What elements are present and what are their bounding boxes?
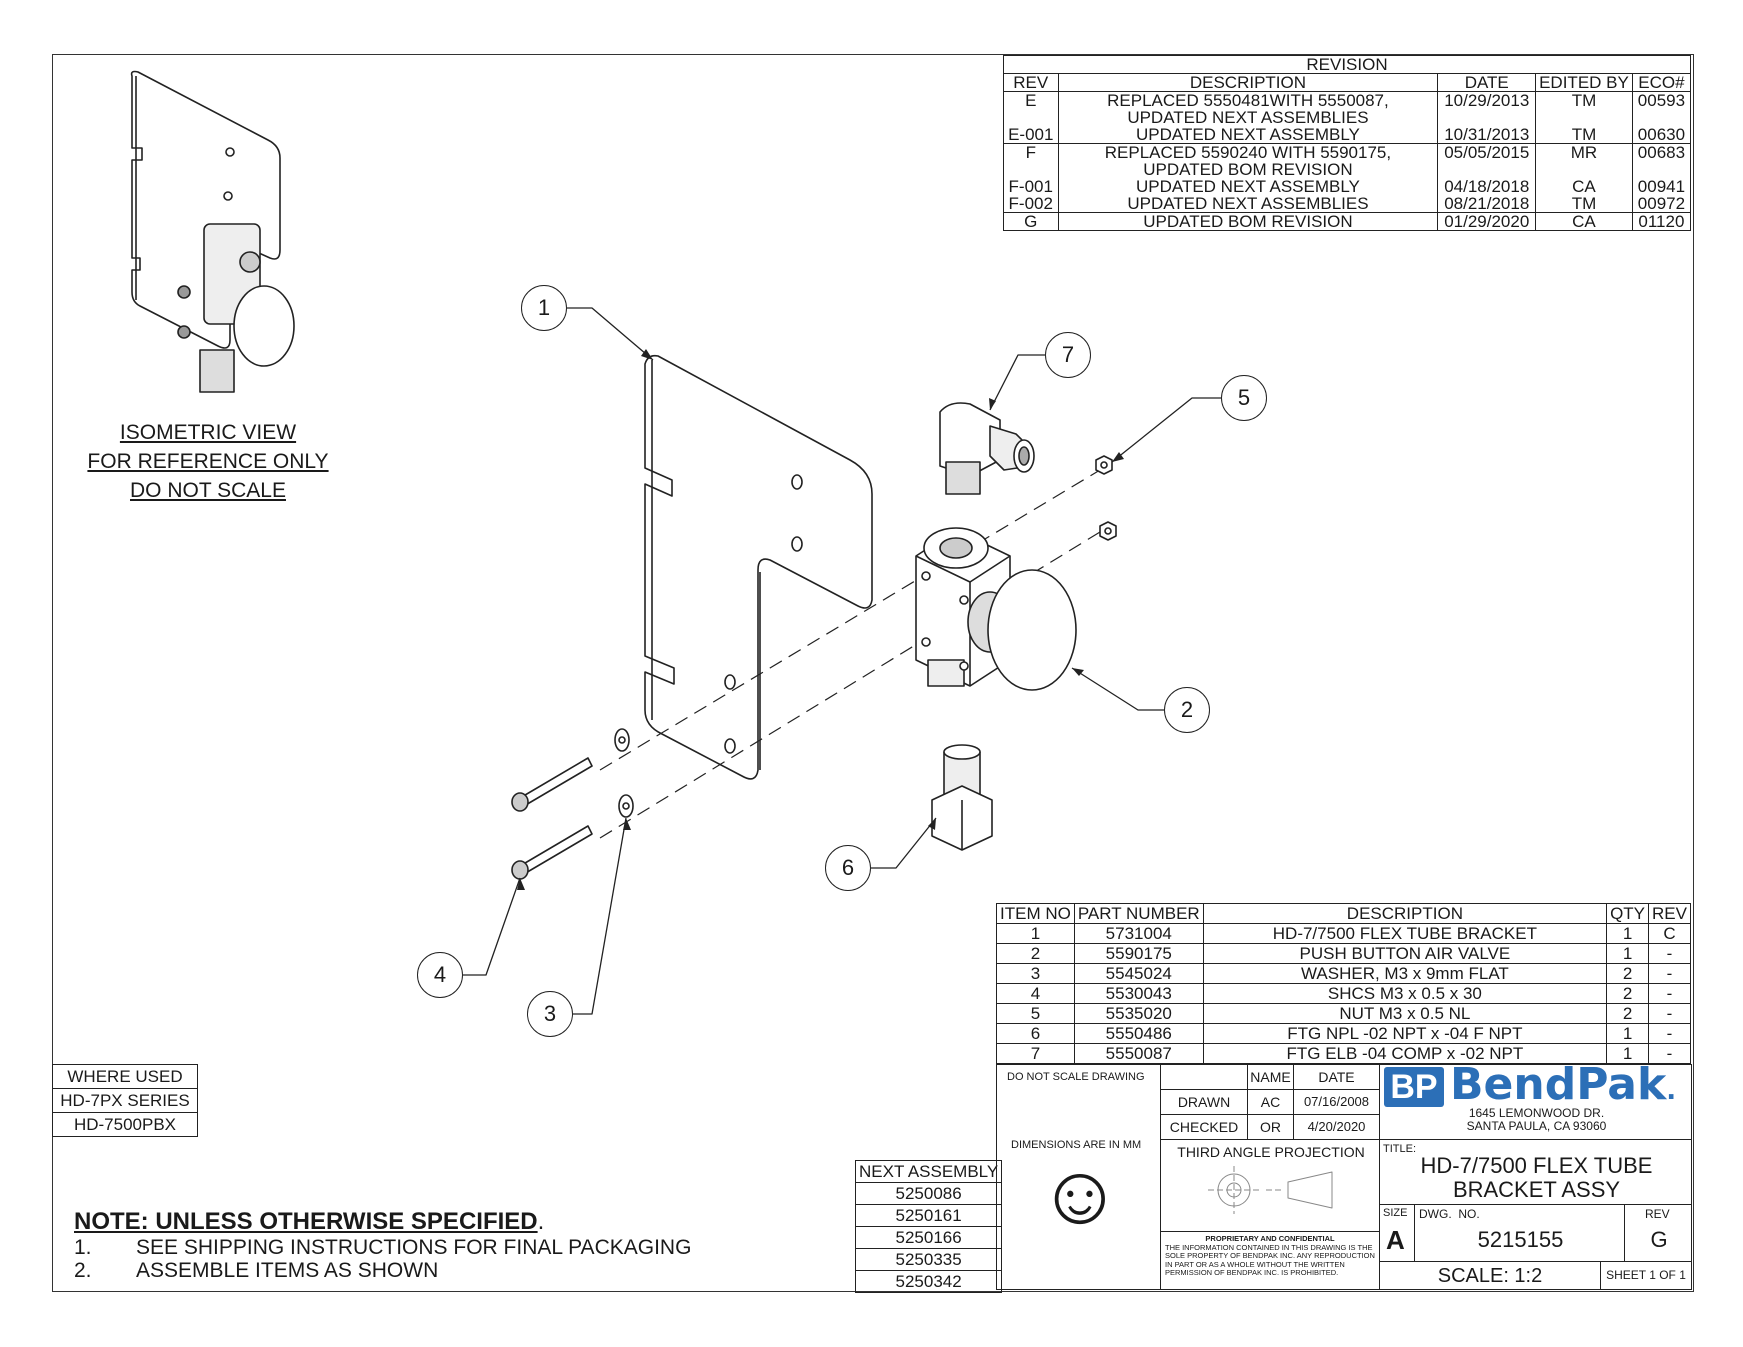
- where-used-table: WHERE USED HD-7PX SERIES HD-7500PBX: [52, 1064, 198, 1137]
- next-assembly-title: NEXT ASSEMBLY: [854, 1160, 1003, 1183]
- where-used-item: HD-7PX SERIES: [52, 1088, 198, 1113]
- proprietary-notice: PROPRIETARY AND CONFIDENTIAL THE INFORMA…: [1160, 1231, 1380, 1290]
- size-cell: SIZE A: [1379, 1204, 1415, 1262]
- screws: [511, 757, 593, 880]
- iso-note-line: ISOMETRIC VIEW: [119, 421, 297, 444]
- checked-label: CHECKED: [1160, 1114, 1248, 1140]
- title-cell: TITLE: HD-7/7500 FLEX TUBE BRACKET ASSY: [1379, 1139, 1692, 1205]
- drawn-name: AC: [1247, 1089, 1294, 1115]
- isometric-view-thumbnail: [130, 70, 295, 393]
- bom-header-row: ITEM NO PART NUMBER DESCRIPTION QTY REV: [996, 903, 1691, 924]
- do-not-scale-label: DO NOT SCALE DRAWING: [1007, 1071, 1145, 1083]
- note-item: 2.ASSEMBLE ITEMS AS SHOWN: [74, 1259, 439, 1282]
- checked-date: 4/20/2020: [1293, 1114, 1380, 1140]
- company-logo-mark: BP: [1384, 1067, 1444, 1107]
- smiley-icon: ☺: [1037, 1147, 1123, 1241]
- dwg-no-label: DWG. NO.: [1419, 1207, 1480, 1221]
- balloon-item-2: 2: [1164, 687, 1210, 733]
- projection-label: THIRD ANGLE PROJECTION: [1177, 1144, 1365, 1160]
- col-header: PART NUMBER: [1073, 903, 1204, 924]
- elbow-fitting: [939, 402, 1035, 495]
- next-assembly-item: 5250086: [854, 1182, 1003, 1205]
- revision-group: G UPDATED BOM REVISION 01/29/2020 CA 011…: [1003, 212, 1692, 231]
- notes-heading: NOTE: UNLESS OTHERWISE SPECIFIED: [74, 1208, 538, 1235]
- scale-label: SCALE: 1:2: [1379, 1261, 1601, 1290]
- col-header: DESCRIPTION: [1202, 903, 1608, 924]
- dimensions-label: DIMENSIONS ARE IN MM: [1011, 1139, 1142, 1151]
- company-block: BP BendPak. 1645 LEMONWOOD DR. SANTA PAU…: [1379, 1059, 1692, 1140]
- next-assembly-item: 5250342: [854, 1270, 1003, 1293]
- general-notes: NOTE: UNLESS OTHERWISE SPECIFIED. 1.SEE …: [74, 1208, 691, 1282]
- revision-header-row: REV DESCRIPTION DATE EDITED BY ECO#: [1003, 73, 1692, 92]
- col-header: EDITED BY: [1535, 73, 1633, 92]
- col-header: ECO#: [1631, 73, 1692, 92]
- rev-cell: REV G: [1624, 1204, 1692, 1262]
- proprietary-title: PROPRIETARY AND CONFIDENTIAL: [1205, 1234, 1335, 1243]
- col-header: ITEM NO: [996, 903, 1075, 924]
- checked-name: OR: [1247, 1114, 1294, 1140]
- balloon-item-3: 3: [527, 991, 573, 1037]
- company-logo-text: BendPak: [1450, 1059, 1667, 1110]
- note-item: 1.SEE SHIPPING INSTRUCTIONS FOR FINAL PA…: [74, 1236, 692, 1259]
- drawing-title: HD-7/7500 FLEX TUBE BRACKET ASSY: [1420, 1153, 1653, 1202]
- balloon-item-4: 4: [417, 952, 463, 998]
- tb-cell: [1160, 1064, 1248, 1090]
- rev-value: G: [1650, 1227, 1668, 1252]
- notes-heading-suffix: .: [537, 1208, 545, 1235]
- col-header: REV: [1003, 73, 1059, 92]
- where-used-item: HD-7500PBX: [52, 1112, 198, 1137]
- isometric-view-note: ISOMETRIC VIEW FOR REFERENCE ONLY DO NOT…: [80, 418, 336, 505]
- size-label: SIZE: [1383, 1207, 1408, 1219]
- nipple-fitting: [931, 744, 993, 851]
- col-header: REV: [1648, 903, 1691, 924]
- revision-table: REVISION REV DESCRIPTION DATE EDITED BY …: [1003, 55, 1692, 231]
- balloon-item-7: 7: [1045, 332, 1091, 378]
- next-assembly-item: 5250335: [854, 1248, 1003, 1271]
- balloon-item-1: 1: [521, 285, 567, 331]
- dwg-no-value: 5215155: [1477, 1227, 1564, 1252]
- next-assembly-item: 5250166: [854, 1226, 1003, 1249]
- projection-cell: THIRD ANGLE PROJECTION: [1160, 1139, 1380, 1232]
- rev-label: REV: [1645, 1207, 1670, 1221]
- balloon-item-5: 5: [1221, 375, 1267, 421]
- company-logo: BendPak.: [1450, 1059, 1677, 1110]
- tb-left-panel: DO NOT SCALE DRAWING DIMENSIONS ARE IN M…: [996, 1064, 1161, 1290]
- nuts: [1095, 455, 1117, 541]
- size-value: A: [1386, 1225, 1405, 1255]
- next-assembly-item: 5250161: [854, 1204, 1003, 1227]
- bracket-plate: [644, 354, 873, 780]
- iso-note-line: FOR REFERENCE ONLY: [87, 450, 329, 473]
- dwg-no-cell: DWG. NO. 5215155: [1414, 1204, 1625, 1262]
- proprietary-text: THE INFORMATION CONTAINED IN THIS DRAWIN…: [1165, 1242, 1375, 1277]
- next-assembly-table: NEXT ASSEMBLY 5250086 5250161 5250166 52…: [854, 1160, 1003, 1293]
- iso-note-line: DO NOT SCALE: [130, 479, 286, 502]
- col-header: DATE: [1437, 73, 1537, 92]
- bill-of-materials-table: ITEM NO PART NUMBER DESCRIPTION QTY REV …: [996, 903, 1691, 1064]
- push-button-valve: [915, 527, 1077, 691]
- sheet-label: SHEET 1 OF 1: [1600, 1261, 1692, 1290]
- col-header: DESCRIPTION: [1057, 73, 1439, 92]
- revision-title: REVISION: [1003, 55, 1691, 74]
- washers: [614, 728, 634, 818]
- where-used-title: WHERE USED: [52, 1064, 198, 1089]
- title-label: TITLE:: [1383, 1143, 1417, 1155]
- drawn-date: 07/16/2008: [1293, 1089, 1380, 1115]
- col-header: QTY: [1606, 903, 1650, 924]
- drawn-label: DRAWN: [1160, 1089, 1248, 1115]
- company-address: 1645 LEMONWOOD DR. SANTA PAULA, CA 93060: [1466, 1106, 1607, 1133]
- date-header: DATE: [1293, 1064, 1380, 1090]
- third-angle-projection-symbol: [1208, 1166, 1333, 1214]
- name-header: NAME: [1247, 1064, 1294, 1090]
- balloon-item-6: 6: [825, 845, 871, 891]
